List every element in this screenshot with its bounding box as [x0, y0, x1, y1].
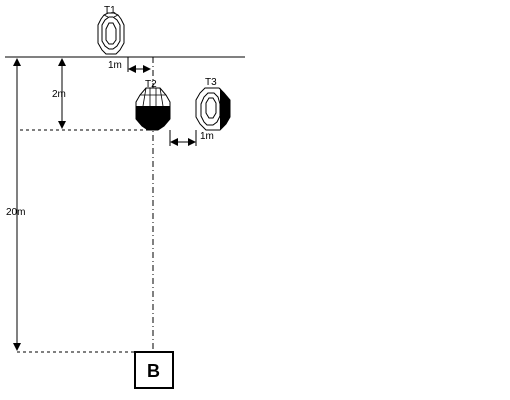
- target-t3-label: T3: [205, 77, 217, 88]
- target-t2: [135, 87, 171, 131]
- target-t3: [195, 87, 231, 131]
- target-t1: [97, 12, 125, 55]
- t2-depth-label: 2m: [52, 89, 66, 100]
- target-t2-label: T2: [145, 79, 157, 90]
- position-box: [134, 351, 174, 389]
- t1-offset-label: 1m: [108, 60, 122, 71]
- total-distance-label: 20m: [6, 207, 25, 218]
- t3-offset-label: 1m: [200, 131, 214, 142]
- position-label: B: [147, 361, 160, 381]
- target-t1-label: T1: [104, 5, 116, 16]
